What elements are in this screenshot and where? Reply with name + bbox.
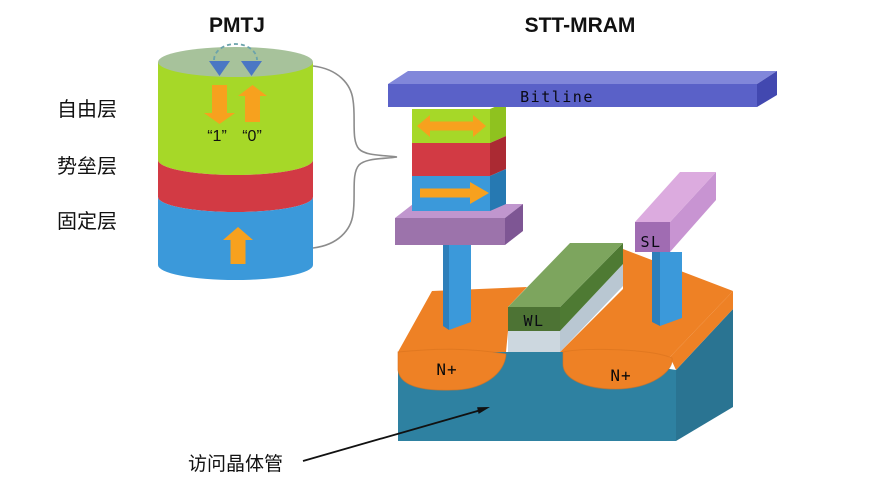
wl-top-face [508, 243, 623, 307]
source-contact-pillar [652, 252, 682, 326]
bitline-top-face [388, 71, 777, 84]
stack-barrier-front-face [412, 143, 490, 176]
gate-oxide-front-face [508, 331, 560, 352]
electrode-right-face [505, 204, 523, 245]
substrate-right-face [676, 309, 733, 441]
magnetization-triangle-left [209, 61, 230, 76]
bitline-front-face [388, 84, 757, 107]
fixed-layer-up-arrow [223, 227, 253, 264]
state0-up-arrow [238, 85, 267, 122]
access-transistor-label: 访问晶体管 [188, 453, 283, 475]
access-transistor-arrowhead [477, 407, 490, 414]
stack-fixed-right-face [490, 169, 506, 211]
free-layer-double-arrow [417, 115, 486, 137]
electrode-front-face [395, 218, 505, 245]
state-one-label: “1” [207, 128, 227, 145]
stack-free-right-face [490, 102, 506, 143]
mtj-contact-pillar [443, 245, 471, 330]
bitline-label: Bitline [520, 88, 594, 106]
source-pillar-face [660, 252, 682, 326]
state1-down-arrow [204, 85, 235, 124]
magnetization-triangle-right [241, 61, 262, 76]
access-transistor-arrow-line [302, 409, 482, 462]
wl-right-face [560, 243, 623, 331]
wordline-gate: WL [508, 243, 623, 352]
wl-label: WL [523, 312, 544, 330]
free-layer-label: 自由层 [57, 98, 117, 121]
bitline: Bitline [388, 71, 777, 107]
cylinder-top-face [158, 47, 313, 77]
brace-connector [312, 65, 398, 249]
nplus-right-label: N+ [610, 366, 631, 385]
nplus-right-side-band [670, 291, 733, 370]
sourceline: SL [635, 172, 716, 252]
state-zero-label: “0” [242, 128, 262, 145]
fixed-layer-right-arrow [420, 182, 489, 204]
fixed-layer-label: 固定层 [57, 210, 117, 233]
barrier-layer-band [158, 160, 313, 213]
wl-front-face [508, 307, 560, 331]
sl-top-face [635, 172, 716, 222]
substrate: N+ N+ [397, 249, 733, 441]
bitline-right-face [757, 71, 777, 107]
stt-mram-title: STT-MRAM [525, 14, 636, 37]
substrate-top-face-right [560, 249, 733, 357]
stack-barrier-right-face [490, 136, 506, 176]
sl-end-face [635, 222, 670, 252]
nplus-left-region [397, 348, 507, 391]
mtj-stack [412, 102, 506, 211]
sl-side-face [670, 172, 716, 252]
free-layer-body [158, 62, 313, 175]
spin-precession-arc [213, 43, 258, 61]
nplus-right-region [562, 348, 673, 390]
pmtj-cylinder: “1” “0” [158, 43, 313, 281]
nplus-left-label: N+ [436, 360, 457, 379]
access-transistor-annotation: 访问晶体管 [188, 407, 490, 475]
pmtj-title: PMTJ [209, 14, 265, 37]
gate-oxide-right-face [560, 264, 623, 352]
source-pillar-shade [652, 252, 660, 326]
mtj-pillar-shade [443, 245, 449, 330]
mtj-pillar-face [449, 245, 471, 330]
sl-label: SL [640, 233, 661, 251]
barrier-layer-label: 势垒层 [57, 155, 117, 178]
